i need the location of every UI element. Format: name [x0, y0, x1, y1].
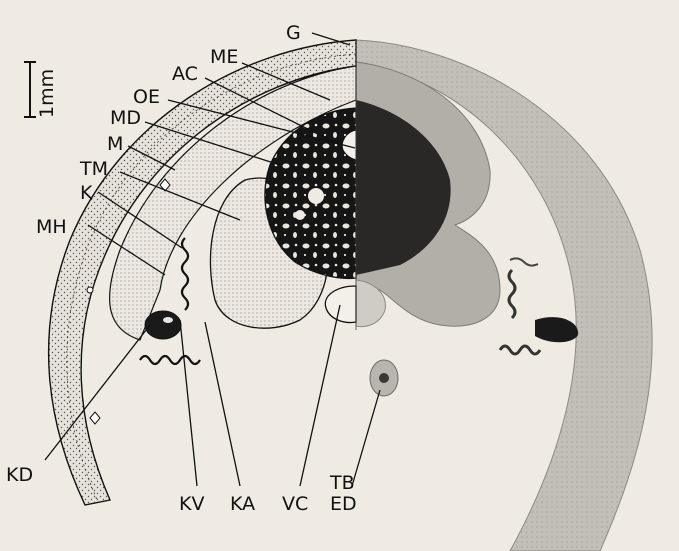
schematic-half — [49, 40, 356, 505]
photo-coil-2 — [509, 270, 515, 318]
label-AC: AC — [172, 63, 198, 85]
photo-coil-3 — [510, 258, 538, 265]
kidney-vessel-coil — [140, 356, 200, 364]
kidney-artery-coil — [182, 238, 188, 310]
photo-coil-1 — [500, 346, 540, 354]
label-TB: TB — [329, 472, 355, 494]
photo-kidney-duct — [535, 317, 578, 342]
label-KV: KV — [179, 493, 204, 515]
kidney-duct — [145, 311, 181, 339]
vena-cava — [325, 286, 356, 322]
label-G: G — [286, 22, 301, 44]
embryo-duct — [87, 287, 93, 293]
label-K: K — [80, 182, 93, 204]
label-TM: TM — [79, 158, 108, 180]
label-OE: OE — [133, 86, 160, 108]
label-ME: ME — [210, 46, 238, 68]
label-MD: MD — [110, 107, 141, 129]
label-MH: MH — [36, 216, 67, 238]
scale-bar-label: 1mm — [36, 69, 58, 118]
photo-half — [356, 40, 652, 551]
label-M: M — [107, 133, 123, 155]
label-KA: KA — [230, 493, 255, 515]
label-KD: KD — [6, 464, 33, 486]
label-VC: VC — [282, 493, 308, 515]
scale-bar — [24, 62, 36, 117]
label-ED: ED — [330, 493, 357, 515]
